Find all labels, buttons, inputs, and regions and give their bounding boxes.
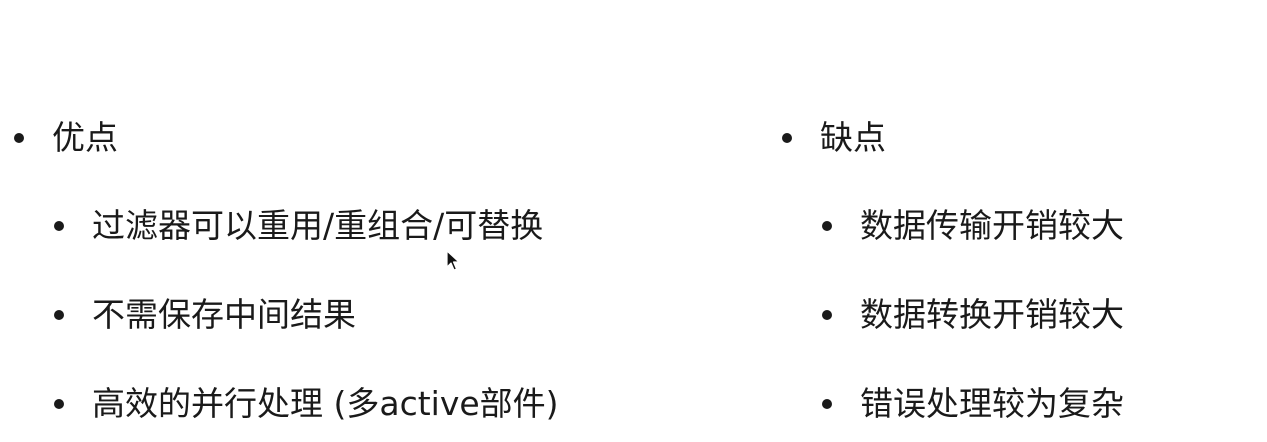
list-item: 不需保存中间结果 (54, 295, 356, 335)
bullet-icon (822, 399, 832, 409)
bullet-icon (54, 310, 64, 320)
mouse-pointer-icon (446, 250, 460, 271)
bullet-icon (54, 221, 64, 231)
bullet-icon (822, 221, 832, 231)
pros-heading-label: 优点 (52, 118, 118, 157)
bullet-icon (822, 310, 832, 320)
list-item: 数据传输开销较大 (822, 206, 1124, 246)
list-item: 数据转换开销较大 (822, 295, 1124, 335)
pros-item-label: 过滤器可以重用/重组合/可替换 (92, 206, 544, 245)
cons-item-label: 数据转换开销较大 (860, 295, 1124, 334)
pros-item-label: 高效的并行处理 (多active部件) (92, 384, 559, 423)
list-item: 过滤器可以重用/重组合/可替换 (54, 206, 544, 246)
pros-heading: 优点 (14, 118, 118, 158)
cons-item-label: 错误处理较为复杂 (860, 384, 1124, 423)
list-item: 高效的并行处理 (多active部件) (54, 384, 559, 424)
cons-heading: 缺点 (782, 118, 886, 158)
cons-heading-label: 缺点 (820, 118, 886, 157)
list-item: 错误处理较为复杂 (822, 384, 1124, 424)
cons-item-label: 数据传输开销较大 (860, 206, 1124, 245)
bullet-icon (782, 133, 792, 143)
bullet-icon (14, 133, 24, 143)
pros-item-label: 不需保存中间结果 (92, 295, 356, 334)
bullet-icon (54, 399, 64, 409)
